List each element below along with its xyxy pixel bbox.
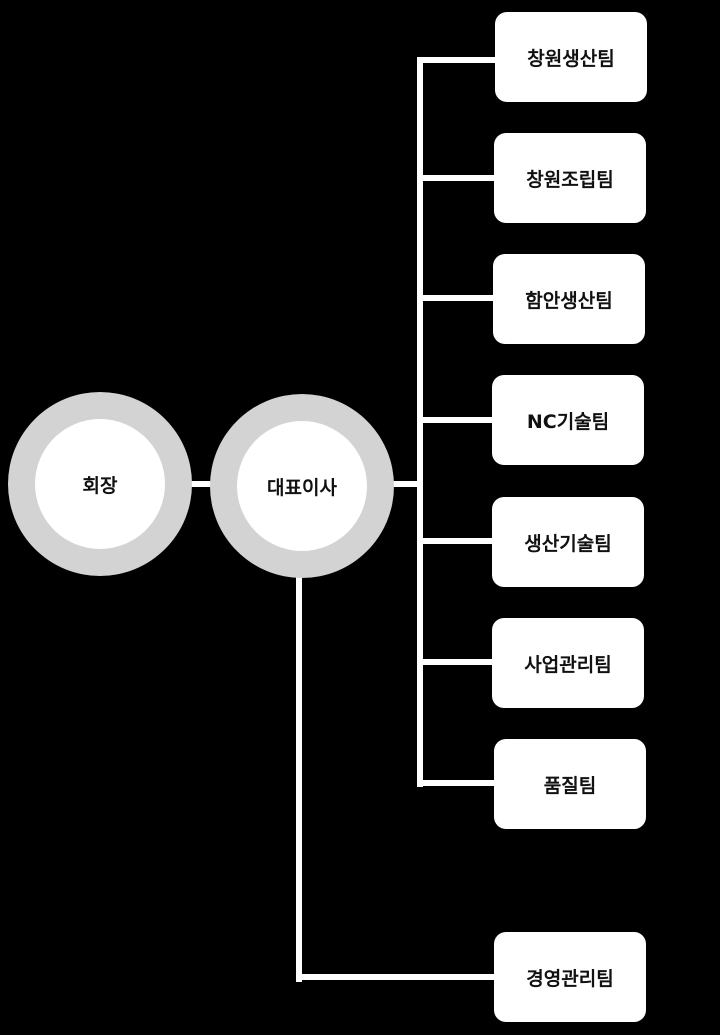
team-box: 창원조립팀 [494, 133, 646, 223]
team-box: NC기술팀 [492, 375, 644, 465]
team-box: 품질팀 [494, 739, 646, 829]
branch-6 [417, 659, 495, 665]
connector-ceo-down [296, 575, 302, 982]
chairman-label: 회장 [35, 419, 165, 549]
ceo-node: 대표이사 [210, 394, 394, 578]
connector-management [296, 974, 495, 980]
branch-7 [417, 780, 495, 786]
connector-chairman-ceo [188, 481, 214, 487]
branch-1 [417, 57, 495, 63]
team-box: 함안생산팀 [493, 254, 645, 344]
ceo-label: 대표이사 [237, 421, 367, 551]
branch-4 [417, 417, 495, 423]
connector-ceo-trunk [392, 481, 422, 487]
branch-3 [417, 295, 495, 301]
management-team-box: 경영관리팀 [494, 932, 646, 1022]
branch-2 [417, 175, 495, 181]
team-box: 생산기술팀 [492, 497, 644, 587]
chairman-node: 회장 [8, 392, 192, 576]
team-box: 창원생산팀 [495, 12, 647, 102]
branch-5 [417, 538, 495, 544]
team-box: 사업관리팀 [492, 618, 644, 708]
